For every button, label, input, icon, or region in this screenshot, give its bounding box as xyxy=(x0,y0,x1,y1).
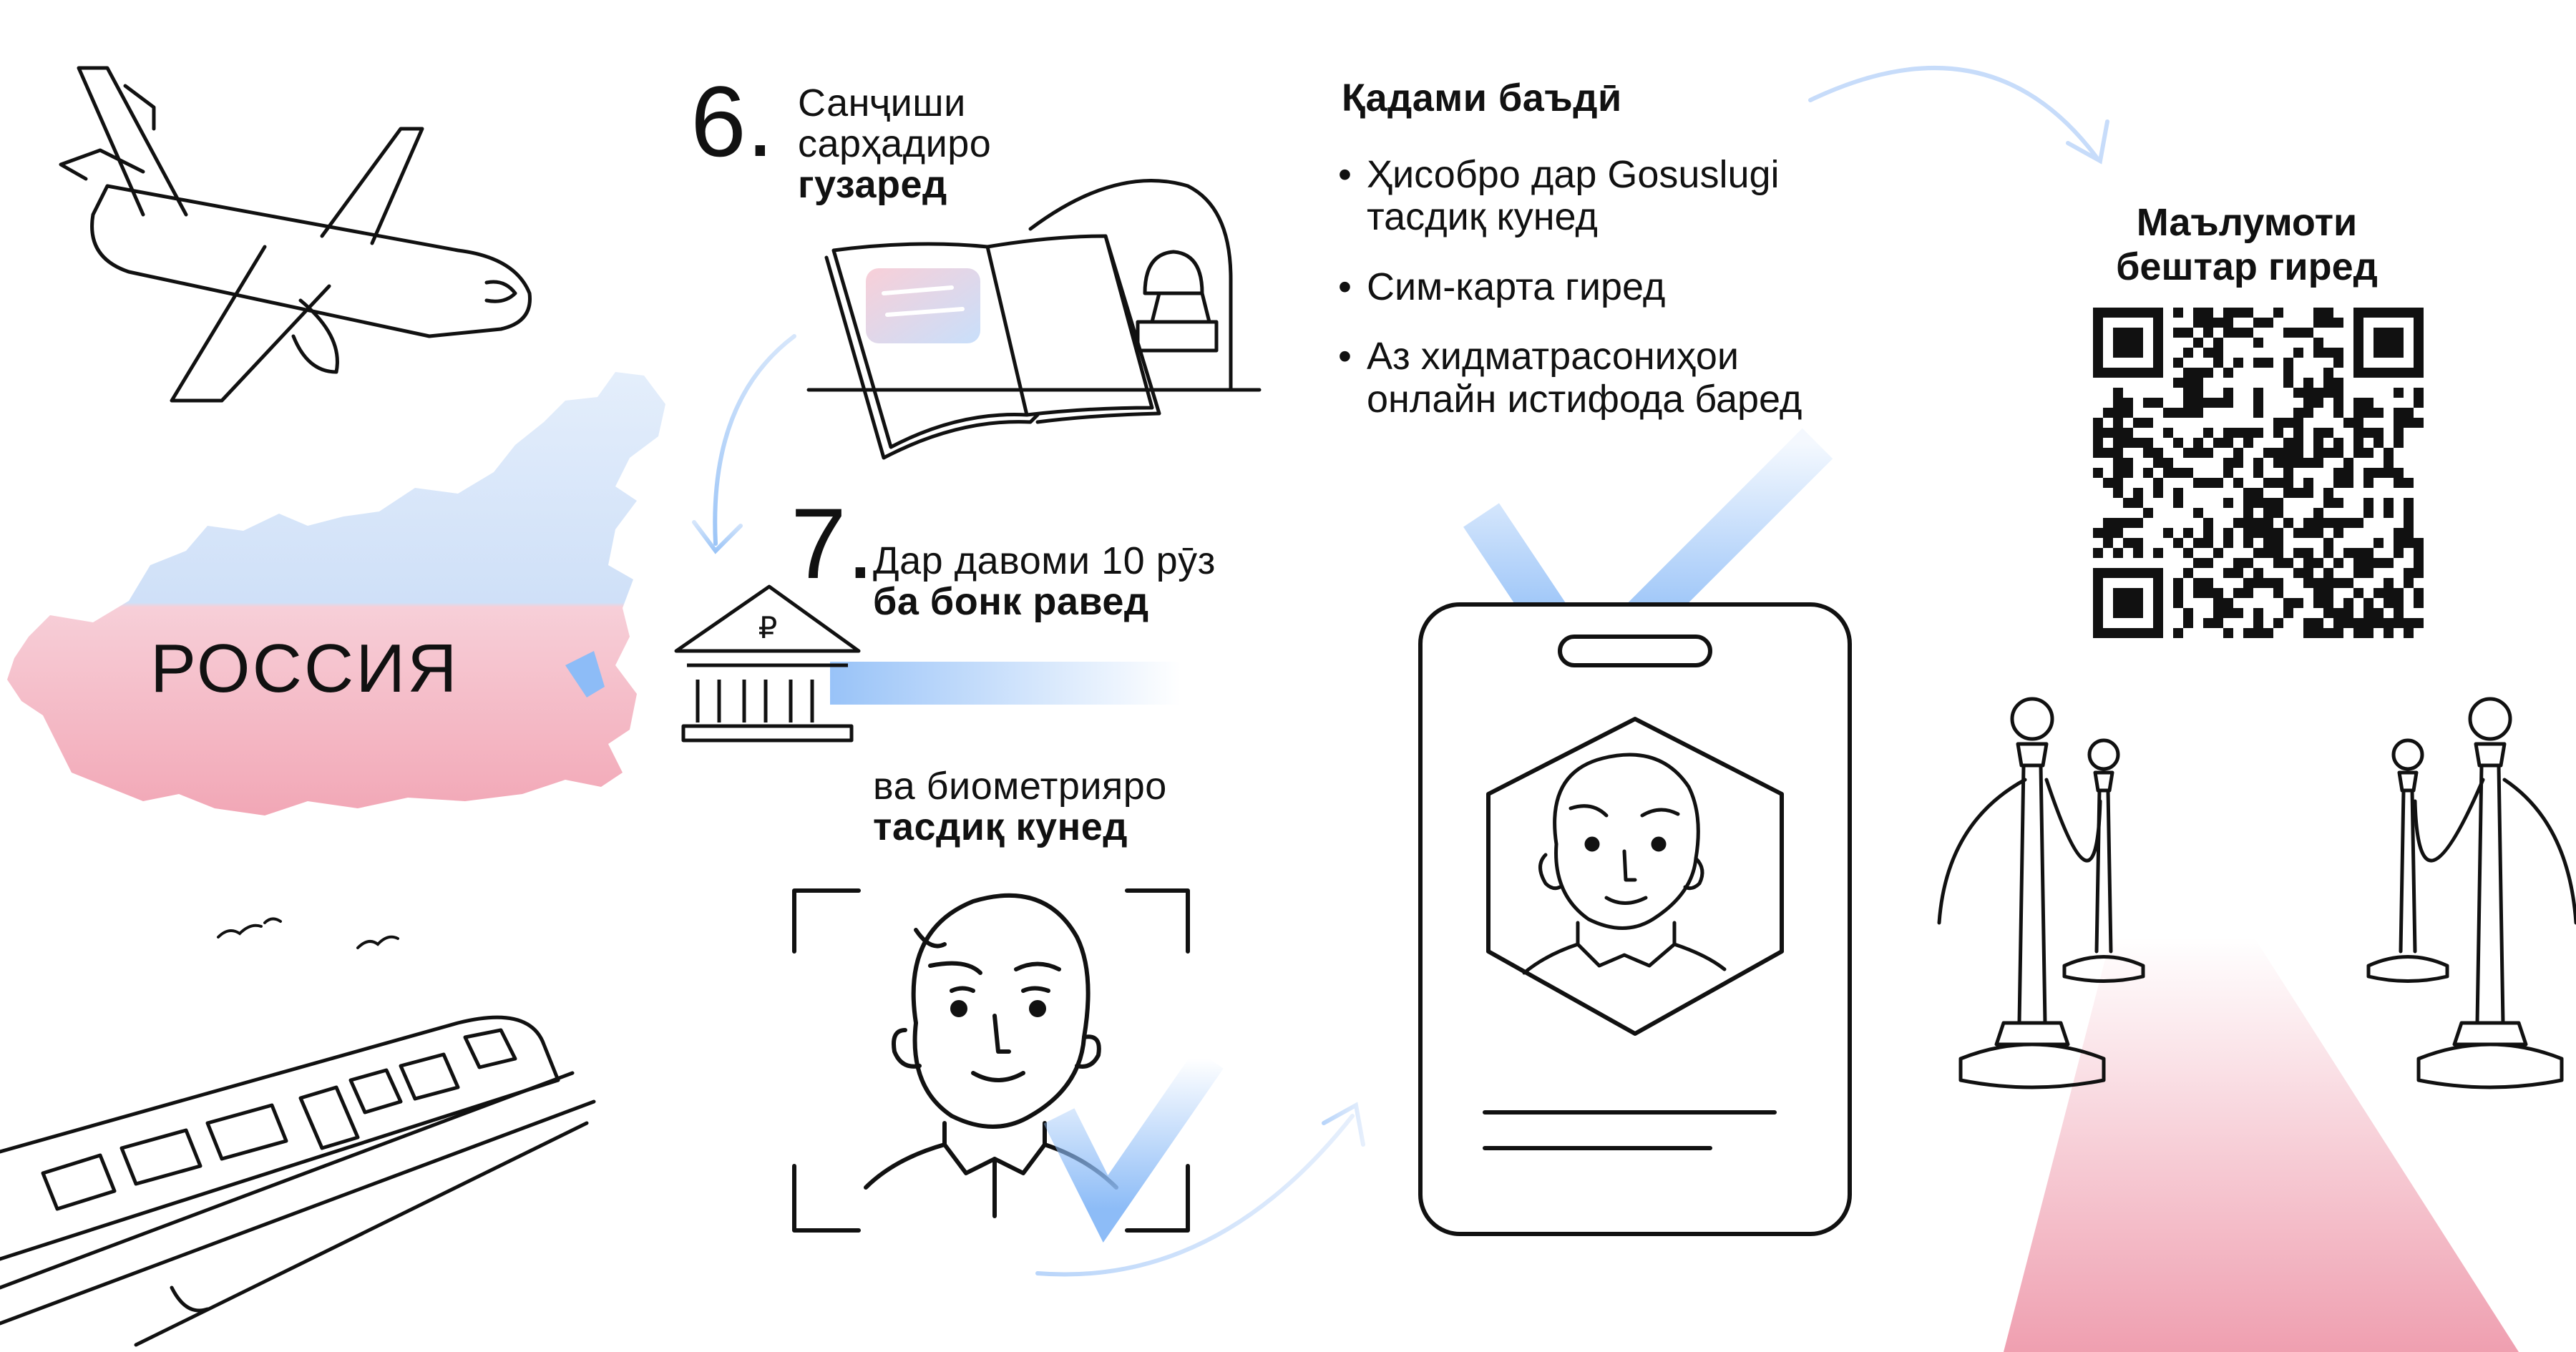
step-6-line-1: Санҷиши xyxy=(798,82,966,124)
more-info: Маълумоти бештар гиред xyxy=(2061,200,2433,289)
arrow-top-right xyxy=(1808,66,2109,165)
list-item: Ҳисобро дар Gosuslugi тасдиқ кунед xyxy=(1338,153,1802,239)
airplane-icon xyxy=(59,66,532,403)
red-carpet xyxy=(2004,937,2519,1352)
russia-map xyxy=(7,372,665,815)
step-7-line-1: Дар давоми 10 рӯз xyxy=(873,539,1216,582)
step-6-line-2: сарҳадиро xyxy=(798,122,992,165)
next-steps-title: Қадами баъдӣ xyxy=(1342,77,1622,119)
passport-icon xyxy=(806,179,1262,460)
check-icon xyxy=(1043,1049,1224,1243)
train-icon xyxy=(0,1015,596,1347)
list-item: Аз хидматрасониҳои онлайн истифода баред xyxy=(1338,335,1802,421)
next-steps-list: Ҳисобро дар Gosuslugi тасдиқ кунед Сим-к… xyxy=(1338,153,1802,448)
step-6-line-3: гузаред xyxy=(798,163,947,206)
bank-icon xyxy=(674,584,1181,743)
step-7-number: 7. xyxy=(791,487,874,599)
list-item: Сим-карта гиред xyxy=(1338,265,1802,308)
bank-currency-symbol: ₽ xyxy=(758,611,778,645)
qr-code-icon xyxy=(2093,308,2424,638)
id-badge-icon xyxy=(1418,428,1852,1236)
biometry-line-2: тасдиқ кунед xyxy=(873,805,1128,848)
birds-icon xyxy=(217,917,399,949)
face-scan-icon xyxy=(792,888,1190,1233)
stanchion-icon xyxy=(1937,697,2576,1089)
step-7-line-2: ба бонк равед xyxy=(873,580,1149,623)
more-info-line-2: бештар гиред xyxy=(2116,245,2378,289)
arrow-face-to-badge xyxy=(1035,1102,1365,1277)
stamp-icon xyxy=(1136,250,1219,353)
arrow-6-to-7 xyxy=(692,334,796,554)
biometry-line-1: ва биометрияро xyxy=(873,765,1167,808)
russia-label: РОССИЯ xyxy=(150,630,459,707)
more-info-line-1: Маълумоти xyxy=(2136,201,2358,244)
step-6-number: 6. xyxy=(691,65,774,177)
